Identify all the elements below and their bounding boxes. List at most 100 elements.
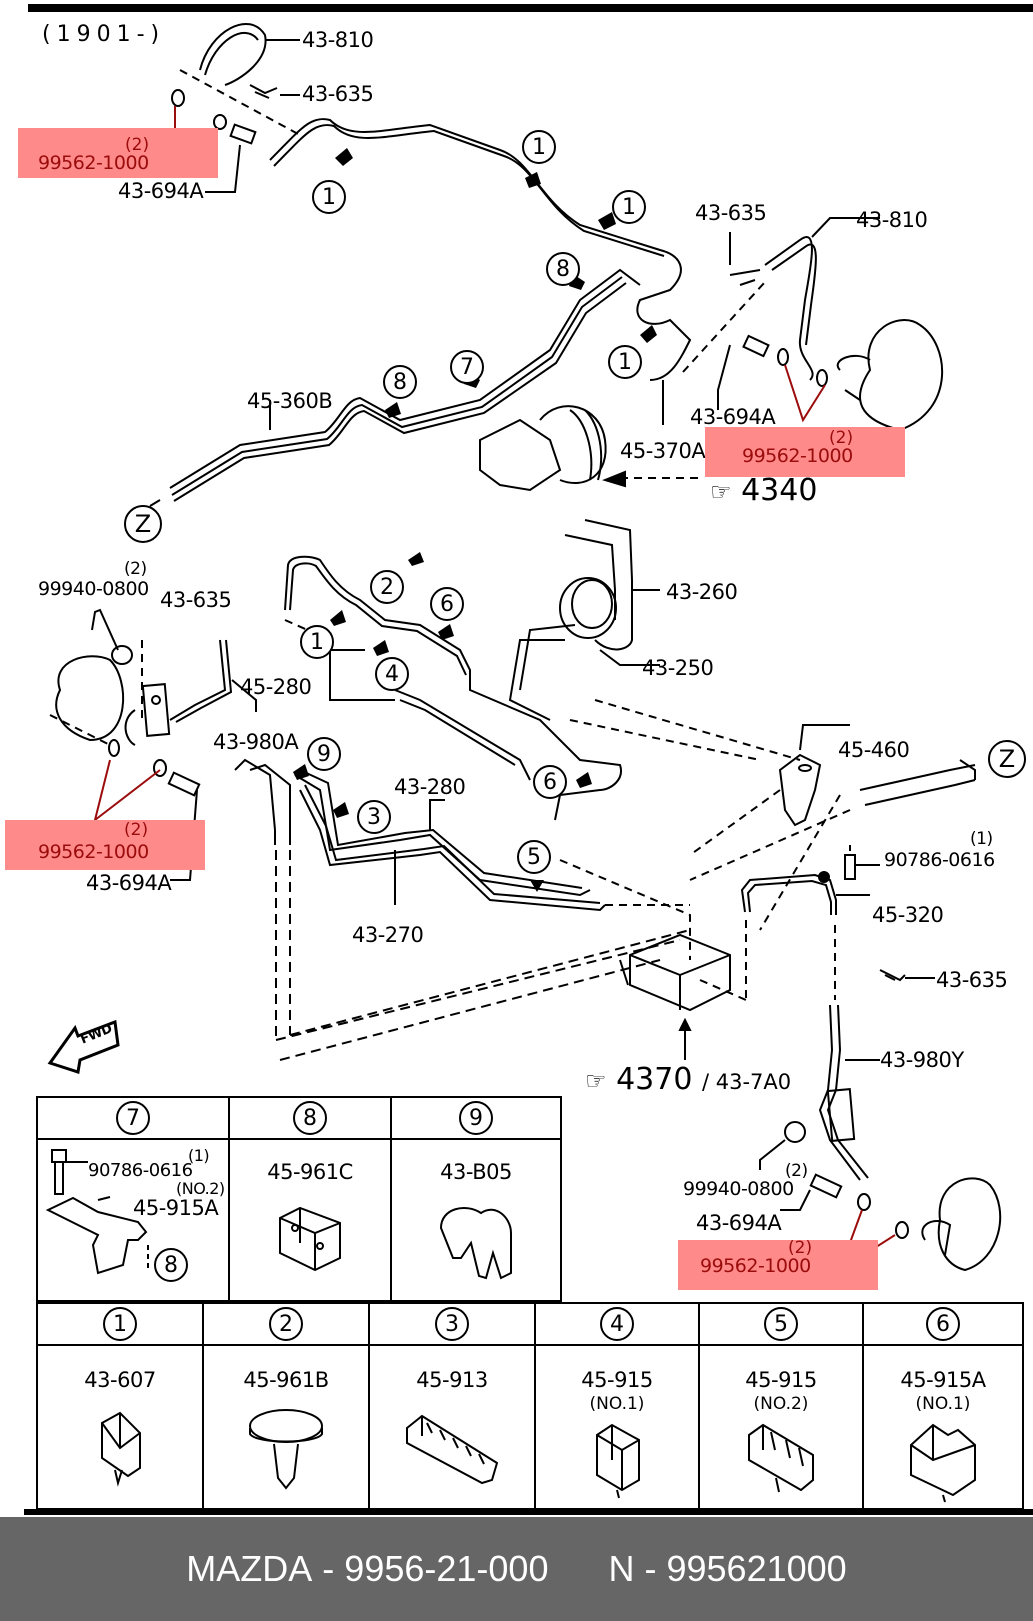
- clip-marker: 8: [546, 252, 580, 286]
- legend-part-90786-0616[interactable]: 90786-0616: [88, 1160, 193, 1181]
- footer-part-formatted[interactable]: 9956-21-000: [344, 1548, 549, 1589]
- part-label-99940-0800-rr[interactable]: 99940-0800: [683, 1178, 794, 1200]
- part-label-43-635-rl[interactable]: 43-635: [160, 588, 232, 612]
- legend-part[interactable]: 45-915A: [900, 1368, 986, 1392]
- diagram-line-art: [28, 4, 1033, 1273]
- legend-index: 1: [103, 1307, 137, 1341]
- legend-ref-marker: 8: [154, 1248, 188, 1282]
- pointing-hand-icon: ☞: [710, 478, 732, 506]
- part-label-43-260[interactable]: 43-260: [666, 580, 738, 604]
- highlight-part-number[interactable]: 99562-1000: [38, 152, 149, 174]
- highlight-part-number[interactable]: 99562-1000: [742, 445, 853, 467]
- part-label-90786-0616[interactable]: 90786-0616: [884, 849, 995, 871]
- legend-table-top: 7 (1) 90786-0616 (NO.2) 45-915A 8 8: [36, 1096, 562, 1302]
- clip-marker: 4: [375, 657, 409, 691]
- legend-cell-6: 6 45-915A (NO.1): [864, 1304, 1022, 1508]
- date-code: (1901-): [42, 22, 166, 47]
- footer-separator: -: [312, 1548, 345, 1589]
- legend-cell-8: 8 45-961C: [230, 1098, 392, 1300]
- part-label-43-810-fl[interactable]: 43-810: [302, 28, 374, 52]
- qty-90786: (1): [970, 829, 993, 849]
- clip-icon: [748, 1423, 814, 1493]
- legend-qty: (1): [188, 1146, 210, 1165]
- ref-alt-number: / 43-7A0: [701, 1070, 792, 1094]
- push-pin-icon: [249, 1409, 323, 1490]
- legend-part[interactable]: 43-B05: [440, 1160, 512, 1184]
- part-label-43-694a-rl[interactable]: 43-694A: [86, 871, 172, 895]
- part-label-43-250[interactable]: 43-250: [642, 656, 714, 680]
- highlight-part-number[interactable]: 99562-1000: [700, 1255, 811, 1277]
- legend-part[interactable]: 45-915: [581, 1368, 653, 1392]
- ref-page-4340[interactable]: ☞ 4340: [710, 476, 817, 506]
- part-label-45-370a[interactable]: 45-370A: [620, 439, 706, 463]
- qty-99940-left: (2): [124, 559, 147, 579]
- legend-index: 6: [926, 1307, 960, 1341]
- highlight-box-front-right: [705, 427, 905, 477]
- legend-part[interactable]: 45-913: [416, 1368, 488, 1392]
- part-label-45-460[interactable]: 45-460: [838, 738, 910, 762]
- clip-icon: [101, 1411, 141, 1487]
- ref-page-4370[interactable]: ☞ 4370 / 43-7A0: [585, 1065, 791, 1095]
- highlight-box-rear-left: [5, 820, 205, 870]
- footer-gap: [548, 1548, 608, 1590]
- legend-index: 3: [435, 1307, 469, 1341]
- clip-marker: 2: [370, 570, 404, 604]
- part-label-45-360b[interactable]: 45-360B: [247, 389, 333, 413]
- clip-marker: 1: [522, 130, 556, 164]
- part-label-43-980y[interactable]: 43-980Y: [880, 1048, 964, 1072]
- part-label-43-635-fl[interactable]: 43-635: [302, 82, 374, 106]
- brake-line-diagram: (1901-) 43-810 43-635 43-694A (2) 99562-…: [5, 4, 1033, 1510]
- legend-index: 9: [459, 1101, 493, 1135]
- part-label-43-280[interactable]: 43-280: [394, 775, 466, 799]
- clip-marker: 1: [300, 625, 334, 659]
- legend-note: (NO.1): [915, 1394, 971, 1414]
- legend-table-bottom: 1 43-607 2 45-961B 3: [36, 1302, 1024, 1510]
- clip-marker: 1: [612, 190, 646, 224]
- highlight-part-number[interactable]: 99562-1000: [38, 841, 149, 863]
- part-label-43-635-rr[interactable]: 43-635: [936, 968, 1008, 992]
- legend-index: 7: [116, 1101, 150, 1135]
- part-label-43-694a-fl[interactable]: 43-694A: [118, 179, 204, 203]
- part-label-43-270[interactable]: 43-270: [352, 923, 424, 947]
- part-label-45-280[interactable]: 45-280: [240, 675, 312, 699]
- footer-prefix: N: [608, 1548, 635, 1589]
- legend-part[interactable]: 43-607: [84, 1368, 156, 1392]
- legend-part[interactable]: 45-961C: [267, 1160, 353, 1184]
- clip-marker: 6: [533, 765, 567, 799]
- legend-part[interactable]: 45-961B: [243, 1368, 329, 1392]
- clip-marker: 5: [517, 840, 551, 874]
- highlight-qty: (2): [125, 135, 150, 155]
- part-label-43-635-fr[interactable]: 43-635: [695, 201, 767, 225]
- pointing-hand-icon: ☞: [585, 1067, 607, 1095]
- footer-separator: -: [634, 1548, 667, 1589]
- clip-icon: [279, 1206, 341, 1272]
- legend-index: 8: [293, 1101, 327, 1135]
- clip-marker: 1: [608, 345, 642, 379]
- clip-marker: 8: [383, 365, 417, 399]
- part-label-45-320[interactable]: 45-320: [872, 903, 944, 927]
- clip-marker: 6: [430, 587, 464, 621]
- part-label-99940-0800-rl[interactable]: 99940-0800: [38, 578, 149, 600]
- legend-note: (NO.2): [176, 1179, 225, 1198]
- highlight-box-rear-right: [678, 1240, 878, 1290]
- clip-icon: [406, 1414, 499, 1485]
- part-label-43-694a-fr[interactable]: 43-694A: [690, 405, 776, 429]
- part-label-43-980a[interactable]: 43-980A: [213, 730, 299, 754]
- legend-cell-9: 9 43-B05: [392, 1098, 560, 1300]
- part-number-footer: MAZDA - 9956-21-000 N - 995621000: [0, 1517, 1033, 1621]
- legend-index: 5: [764, 1307, 798, 1341]
- legend-note: (NO.2): [753, 1394, 809, 1414]
- legend-index: 2: [269, 1307, 303, 1341]
- footer-part-raw[interactable]: 995621000: [666, 1548, 847, 1589]
- highlight-qty: (2): [124, 820, 149, 840]
- legend-part-45-915a[interactable]: 45-915A: [133, 1196, 219, 1220]
- clip-marker: 7: [450, 350, 484, 384]
- footer-brand: MAZDA: [186, 1548, 313, 1589]
- legend-part[interactable]: 45-915: [745, 1368, 817, 1392]
- clip-icon: [910, 1423, 976, 1503]
- z-marker-right: Z: [988, 740, 1026, 778]
- ref-number: 4370: [616, 1062, 693, 1097]
- part-label-43-810-fr[interactable]: 43-810: [856, 208, 928, 232]
- bottom-rule: [24, 1509, 1033, 1515]
- part-label-43-694a-rr[interactable]: 43-694A: [696, 1211, 782, 1235]
